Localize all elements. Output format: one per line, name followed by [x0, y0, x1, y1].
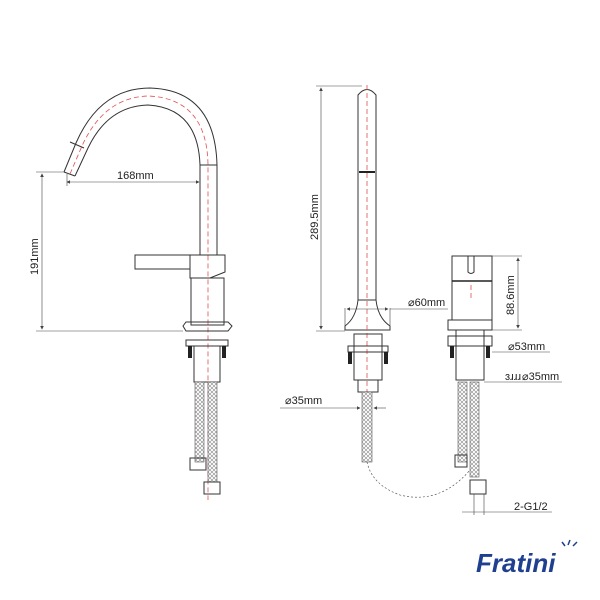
side-view-faucet [63, 87, 233, 500]
handle-height-label: 88.6mm [505, 275, 517, 315]
fratini-logo: Fratini [476, 539, 578, 578]
dimension-168mm: 168mm [66, 170, 200, 186]
front-view-spout [344, 85, 471, 498]
total-height-label: 289.5mm [309, 194, 321, 240]
hose-connection-label: 2-G1/2 [514, 501, 548, 513]
shank-diameter-left-label: ⌀35mm [285, 395, 322, 407]
base-diameter-label: ⌀60mm [408, 297, 445, 309]
svg-text:Fratini: Fratini [476, 548, 556, 578]
handle-body-view [447, 255, 493, 495]
dimension-60mm: ⌀60mm [344, 297, 448, 326]
dimension-191mm: 191mm [29, 171, 183, 332]
lever-handle [134, 254, 191, 270]
spout-height-label: 191mm [29, 238, 41, 275]
dimension-g1-2: 2-G1/2 [462, 494, 552, 515]
dimension-88-6mm: 88.6mm [492, 255, 522, 331]
shank-diameter-right-label: ⌀35mm [522, 371, 559, 383]
dimension-35mm-left: ⌀35mm [280, 395, 386, 410]
faint-label: ɜɹɹɹ [505, 371, 521, 383]
spout-reach-label: 168mm [117, 170, 154, 182]
dimension-289-5mm: 289.5mm [309, 85, 362, 332]
dimension-35mm-right: ɜɹɹɹ ⌀35mm [484, 371, 562, 383]
handle-base-diameter-label: ⌀53mm [508, 341, 545, 353]
dimension-53mm: ⌀53mm [492, 341, 550, 353]
